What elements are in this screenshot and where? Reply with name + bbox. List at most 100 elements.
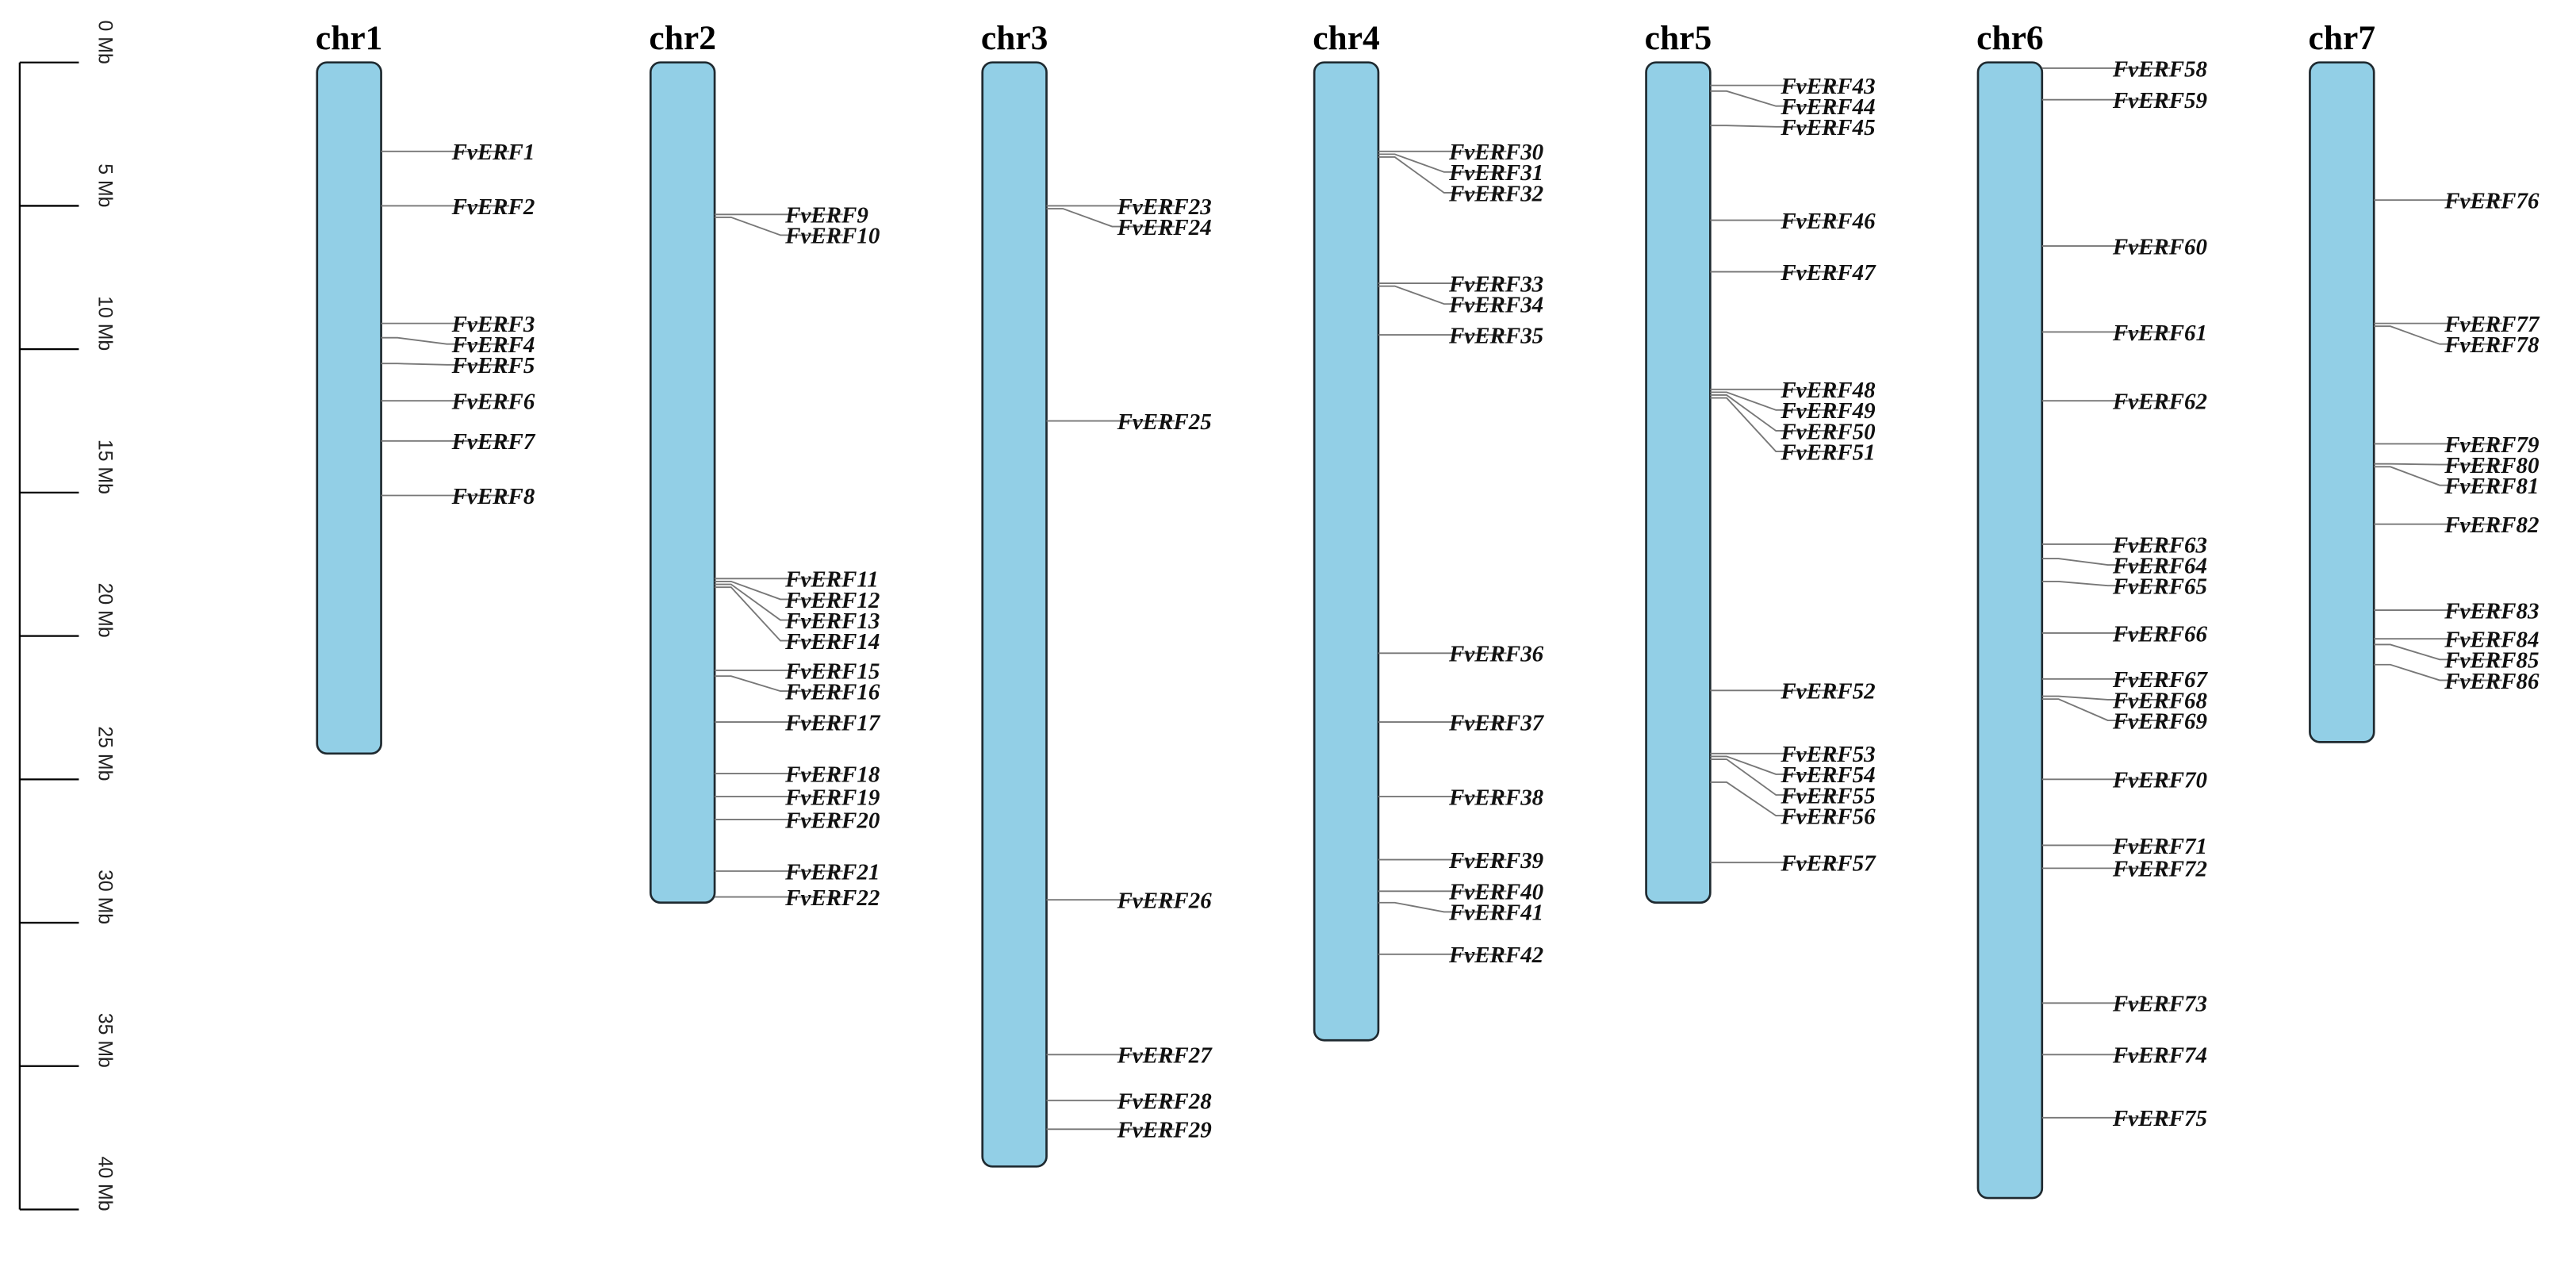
chromosome-chr5: chr5FvERF43FvERF44FvERF45FvERF46FvERF47F…	[1645, 19, 1876, 904]
gene-marker-line	[1710, 394, 1838, 432]
gene-label: FvERF78	[2444, 332, 2540, 358]
gene-label: FvERF62	[2112, 390, 2207, 415]
gene-label: FvERF60	[2112, 234, 2207, 259]
chromosome-title: chr5	[1645, 19, 1712, 57]
gene-label: FvERF49	[1780, 398, 1875, 424]
gene-label: FvERF61	[2112, 321, 2207, 346]
gene-label: FvERF73	[2112, 992, 2207, 1017]
chromosome-title: chr2	[649, 19, 716, 57]
gene-label: FvERF82	[2444, 513, 2539, 538]
gene-marker-line	[715, 216, 843, 236]
gene-label: FvERF25	[1117, 409, 1212, 435]
chromosome-title: chr4	[1313, 19, 1380, 57]
gene-label: FvERF9	[784, 203, 868, 228]
gene-label: FvERF8	[451, 484, 535, 509]
gene-label: FvERF16	[784, 679, 880, 705]
gene-label: FvERF75	[2112, 1106, 2207, 1131]
gene-label: FvERF28	[1117, 1089, 1213, 1115]
gene-label: FvERF67	[2112, 667, 2209, 693]
gene-label: FvERF66	[2112, 621, 2208, 647]
gene-label: FvERF36	[1448, 642, 1544, 667]
gene-label: FvERF57	[1780, 851, 1876, 877]
chromosome-body	[1976, 61, 2044, 1200]
chromosome-chr3: chr3FvERF23FvERF24FvERF25FvERF26FvERF27F…	[981, 19, 1213, 1168]
gene-label: FvERF22	[784, 885, 880, 911]
scale-tick-label: 15 Mb	[94, 440, 115, 494]
chromosome-title: chr7	[2309, 19, 2376, 57]
gene-marker-line	[2374, 325, 2502, 345]
chromosome-title: chr3	[981, 19, 1048, 57]
chromosome-chr7: chr7FvERF76FvERF77FvERF78FvERF79FvERF80F…	[2309, 19, 2540, 743]
scale-tick-label: 20 Mb	[94, 583, 115, 638]
gene-label: FvERF20	[784, 808, 880, 833]
gene-label: FvERF14	[784, 629, 880, 655]
gene-label: FvERF77	[2444, 312, 2540, 337]
chromosome-body	[649, 61, 716, 904]
gene-label: FvERF74	[2112, 1043, 2207, 1069]
gene-marker-line	[1046, 208, 1175, 228]
gene-marker-line	[1378, 156, 1507, 194]
gene-marker-line	[1378, 901, 1507, 913]
gene-label: FvERF76	[2444, 189, 2540, 214]
gene-label: FvERF26	[1117, 888, 1213, 913]
chromosome-title: chr6	[1976, 19, 2044, 57]
chromosome-body	[316, 61, 382, 755]
gene-label: FvERF46	[1780, 209, 1876, 234]
gene-label: FvERF19	[784, 785, 880, 810]
gene-label: FvERF65	[2112, 574, 2207, 599]
gene-label: FvERF15	[784, 658, 880, 684]
gene-label: FvERF72	[2112, 857, 2207, 882]
gene-label: FvERF68	[2112, 688, 2208, 713]
chromosome-chr2: chr2FvERF9FvERF10FvERF11FvERF12FvERF13Fv…	[649, 19, 880, 911]
scale-tick-label: 0 Mb	[94, 21, 115, 64]
gene-label: FvERF30	[1448, 140, 1543, 165]
gene-label: FvERF37	[1448, 710, 1545, 735]
gene-label: FvERF48	[1780, 378, 1876, 403]
gene-label: FvERF56	[1780, 804, 1876, 829]
gene-label: FvERF29	[1117, 1118, 1212, 1143]
gene-label: FvERF3	[451, 312, 535, 337]
gene-label: FvERF11	[784, 567, 879, 593]
chromosome-chr4: chr4FvERF30FvERF31FvERF32FvERF33FvERF34F…	[1313, 19, 1545, 1042]
gene-label: FvERF80	[2444, 453, 2539, 478]
gene-label: FvERF79	[2444, 432, 2539, 458]
gene-marker-line	[2041, 695, 2171, 701]
gene-label: FvERF33	[1448, 271, 1543, 297]
chromosome-body	[1645, 61, 1712, 904]
gene-label: FvERF45	[1780, 115, 1875, 140]
gene-marker-line	[1710, 781, 1838, 817]
gene-marker-line	[1710, 125, 1838, 128]
gene-marker-line	[2041, 558, 2171, 566]
gene-marker-line	[1710, 90, 1838, 107]
gene-label: FvERF23	[1117, 194, 1212, 220]
gene-marker-line	[2374, 663, 2502, 681]
chromosome-title: chr1	[316, 19, 383, 57]
gene-label: FvERF44	[1780, 94, 1875, 120]
scale-tick-label: 35 Mb	[94, 1013, 115, 1068]
gene-marker-line	[381, 363, 510, 366]
gene-marker-line	[715, 580, 843, 601]
gene-label: FvERF42	[1448, 943, 1543, 968]
gene-label: FvERF6	[451, 390, 535, 415]
gene-label: FvERF43	[1780, 74, 1875, 99]
gene-marker-line	[2374, 643, 2502, 661]
gene-label: FvERF35	[1448, 323, 1543, 348]
gene-label: FvERF34	[1448, 292, 1543, 317]
gene-marker-line	[1710, 758, 1838, 796]
gene-label: FvERF52	[1780, 679, 1875, 705]
gene-label: FvERF17	[784, 710, 881, 735]
gene-marker-line	[2041, 580, 2171, 587]
chromosome-body	[981, 61, 1048, 1168]
gene-label: FvERF47	[1780, 260, 1876, 286]
gene-marker-line	[2041, 698, 2171, 721]
gene-label: FvERF69	[2112, 708, 2207, 734]
gene-label: FvERF64	[2112, 553, 2207, 578]
gene-marker-line	[2374, 463, 2502, 466]
gene-marker-line	[381, 336, 510, 345]
gene-label: FvERF55	[1780, 783, 1875, 808]
gene-marker-line	[1378, 153, 1507, 173]
scale-tick-label: 5 Mb	[94, 163, 115, 207]
gene-marker-line	[1710, 397, 1838, 452]
